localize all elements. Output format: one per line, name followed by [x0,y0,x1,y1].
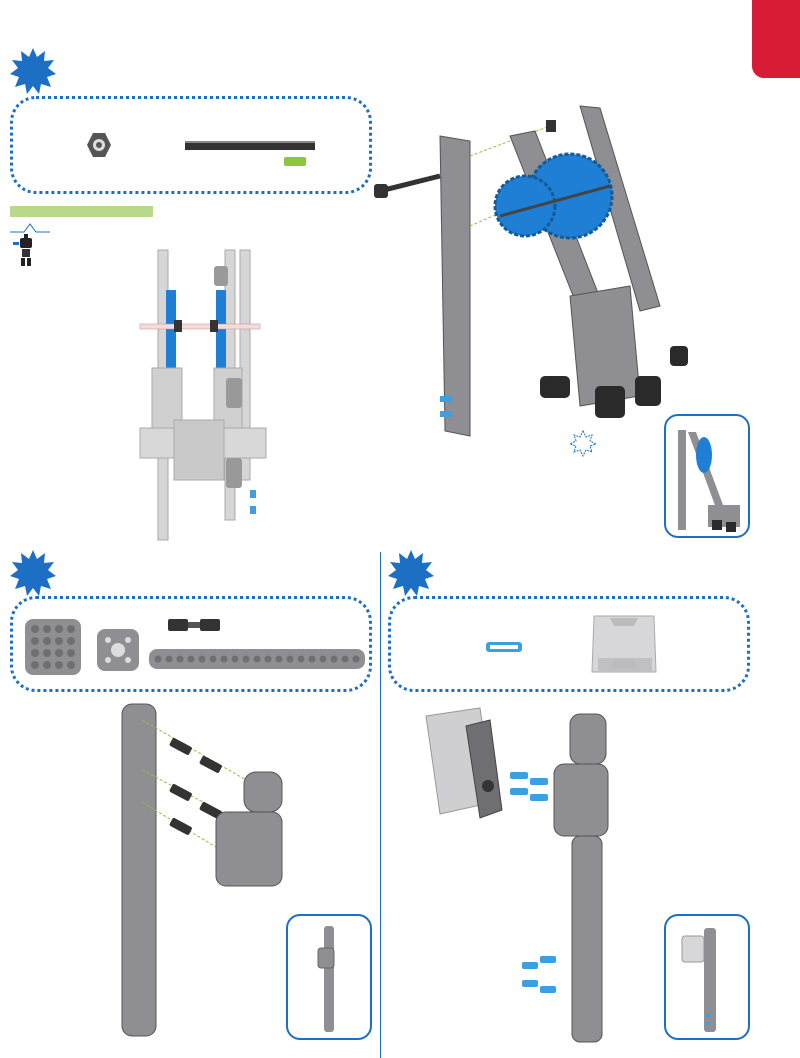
length-indicator [284,157,306,166]
parts-panel-step3 [388,596,750,692]
step-badge-2 [10,550,56,596]
beam-1x20-icon [148,648,366,670]
tip-bar [10,206,153,217]
ruler-icon [185,141,315,150]
plate-4x4-icon [24,618,82,676]
robot-mascot-icon [10,222,50,268]
starburst-icon [388,550,434,596]
hex-nut-icon [86,132,112,158]
step-badge-1 [10,48,56,94]
smart-motor-icon [590,614,658,676]
step3-thumbnail-drawing [676,924,736,1034]
column-divider [380,552,381,1058]
blue-pin-icon [486,640,522,654]
step1-thumbnail-drawing [668,420,746,534]
step2-assembly [110,700,300,1040]
starburst-outline-icon [570,431,596,456]
step3-assembly [410,706,620,1046]
connector-pin-icon [168,616,220,634]
assembly-top-view [130,244,270,534]
section-tab [752,0,800,78]
starburst-icon [10,48,56,94]
plate-2x2-icon [96,628,140,672]
assembly-isometric-view [370,96,700,456]
step2-thumbnail-drawing [314,924,344,1034]
step-badge-3 [388,550,434,596]
starburst-icon [10,550,56,596]
